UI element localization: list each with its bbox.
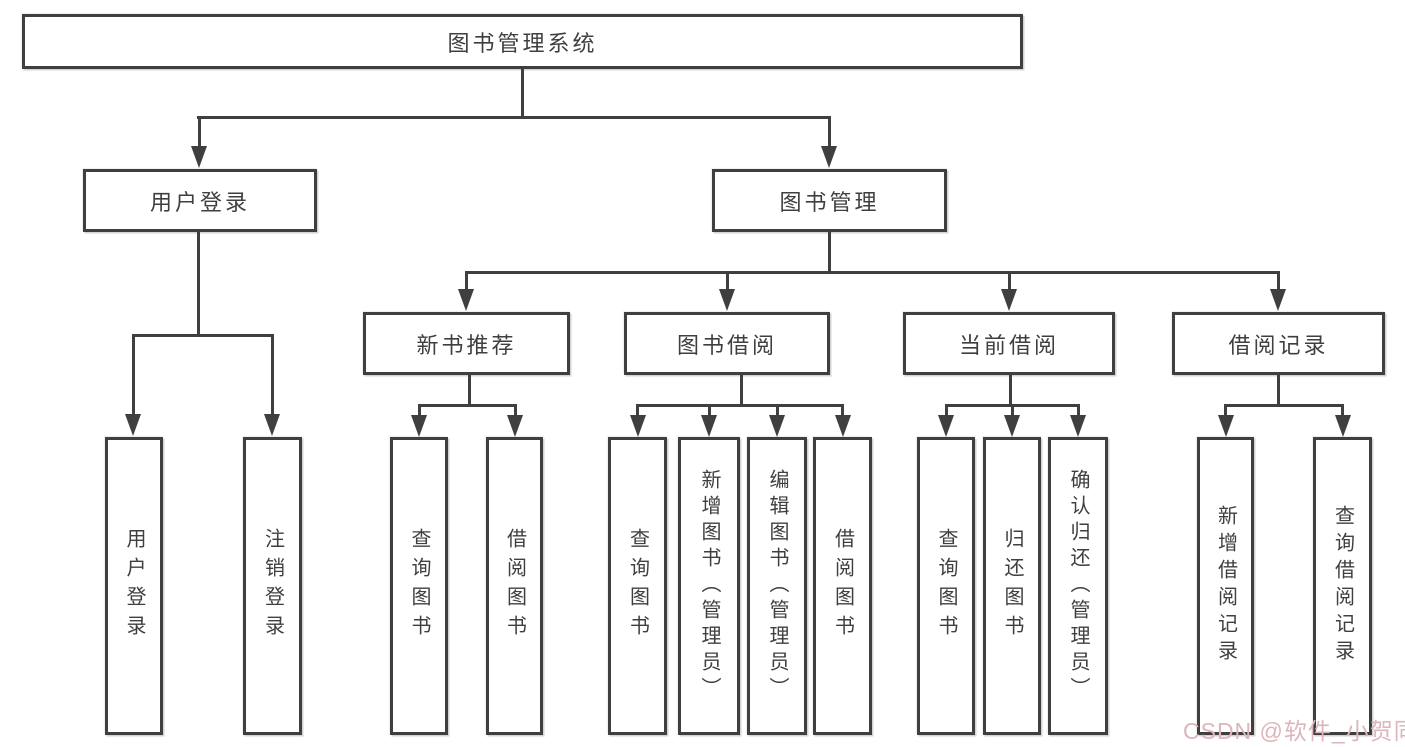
connector-line (196, 232, 200, 336)
leaf-user-login: 用户登录 (105, 437, 163, 735)
connector-line (636, 403, 844, 407)
leaf-logout: 注销登录 (243, 437, 302, 735)
leaf-query-book: 查询图书 (608, 437, 667, 735)
leaf-edit-book-admin: 编辑图书（管理员） (747, 437, 807, 735)
node-root: 图书管理系统 (22, 14, 1023, 69)
arrowhead-down-icon (1270, 289, 1286, 311)
connector-line (775, 403, 779, 417)
connector-line (739, 375, 743, 406)
arrowhead-down-icon (938, 415, 954, 437)
connector-line (464, 270, 468, 292)
arrowhead-down-icon (630, 415, 646, 437)
leaf-query-book: 查询图书 (390, 437, 448, 735)
arrowhead-down-icon (125, 414, 141, 436)
leaf-add-book-admin: 新增图书（管理员） (678, 437, 740, 735)
arrowhead-down-icon (821, 146, 837, 168)
arrowhead-down-icon (834, 415, 851, 437)
arrowhead-down-icon (701, 415, 717, 437)
arrowhead-down-icon (1070, 415, 1086, 437)
connector-line (1341, 403, 1344, 417)
connector-line (1010, 403, 1014, 417)
connector-line (1276, 270, 1280, 292)
connector-line (1076, 403, 1080, 417)
connector-line (464, 270, 1280, 274)
arrowhead-down-icon (719, 289, 735, 311)
arrowhead-down-icon (264, 414, 280, 436)
leaf-confirm-return-admin: 确认归还（管理员） (1048, 437, 1108, 735)
connector-line (1007, 270, 1011, 292)
leaf-query-book: 查询图书 (917, 437, 975, 735)
connector-line (944, 403, 948, 417)
node-borrow-records: 借阅记录 (1172, 312, 1385, 375)
leaf-query-borrow-record: 查询借阅记录 (1313, 437, 1372, 735)
connector-line (196, 115, 831, 119)
connector-line (417, 403, 421, 417)
connector-line (1224, 403, 1227, 417)
connector-line (513, 403, 517, 417)
connector-line (725, 270, 729, 292)
connector-line (1276, 375, 1280, 406)
connector-line (467, 375, 471, 406)
connector-line (520, 69, 524, 118)
arrowhead-down-icon (1004, 415, 1020, 437)
connector-line (1008, 375, 1012, 406)
arrowhead-down-icon (769, 415, 785, 437)
connector-line (131, 333, 274, 337)
arrowhead-down-icon (458, 289, 474, 311)
node-user-login: 用户登录 (83, 169, 317, 232)
leaf-add-borrow-record: 新增借阅记录 (1197, 437, 1254, 735)
connector-line (417, 403, 517, 407)
node-book-borrow: 图书借阅 (624, 312, 830, 375)
connector-line (197, 115, 201, 148)
connector-line (636, 403, 639, 417)
connector-line (841, 403, 844, 417)
arrowhead-down-icon (1334, 415, 1351, 437)
leaf-borrow-book: 借阅图书 (486, 437, 543, 735)
connector-line (827, 232, 831, 273)
leaf-return-book: 归还图书 (983, 437, 1041, 735)
arrowhead-down-icon (507, 415, 523, 437)
connector-line (707, 403, 711, 417)
connector-line (1224, 403, 1344, 407)
arrowhead-down-icon (1217, 415, 1234, 437)
csdn-watermark: CSDN @软件_小贺同学 (1183, 718, 1405, 744)
node-current-borrow: 当前借阅 (903, 312, 1115, 375)
arrowhead-down-icon (411, 415, 427, 437)
connector-line (827, 115, 831, 148)
arrowhead-down-icon (1001, 289, 1017, 311)
arrowhead-down-icon (191, 146, 207, 168)
leaf-borrow-book: 借阅图书 (813, 437, 872, 735)
connector-line (270, 333, 274, 416)
node-new-book-recommend: 新书推荐 (363, 312, 570, 375)
node-book-management: 图书管理 (712, 169, 947, 232)
connector-line (131, 333, 135, 416)
